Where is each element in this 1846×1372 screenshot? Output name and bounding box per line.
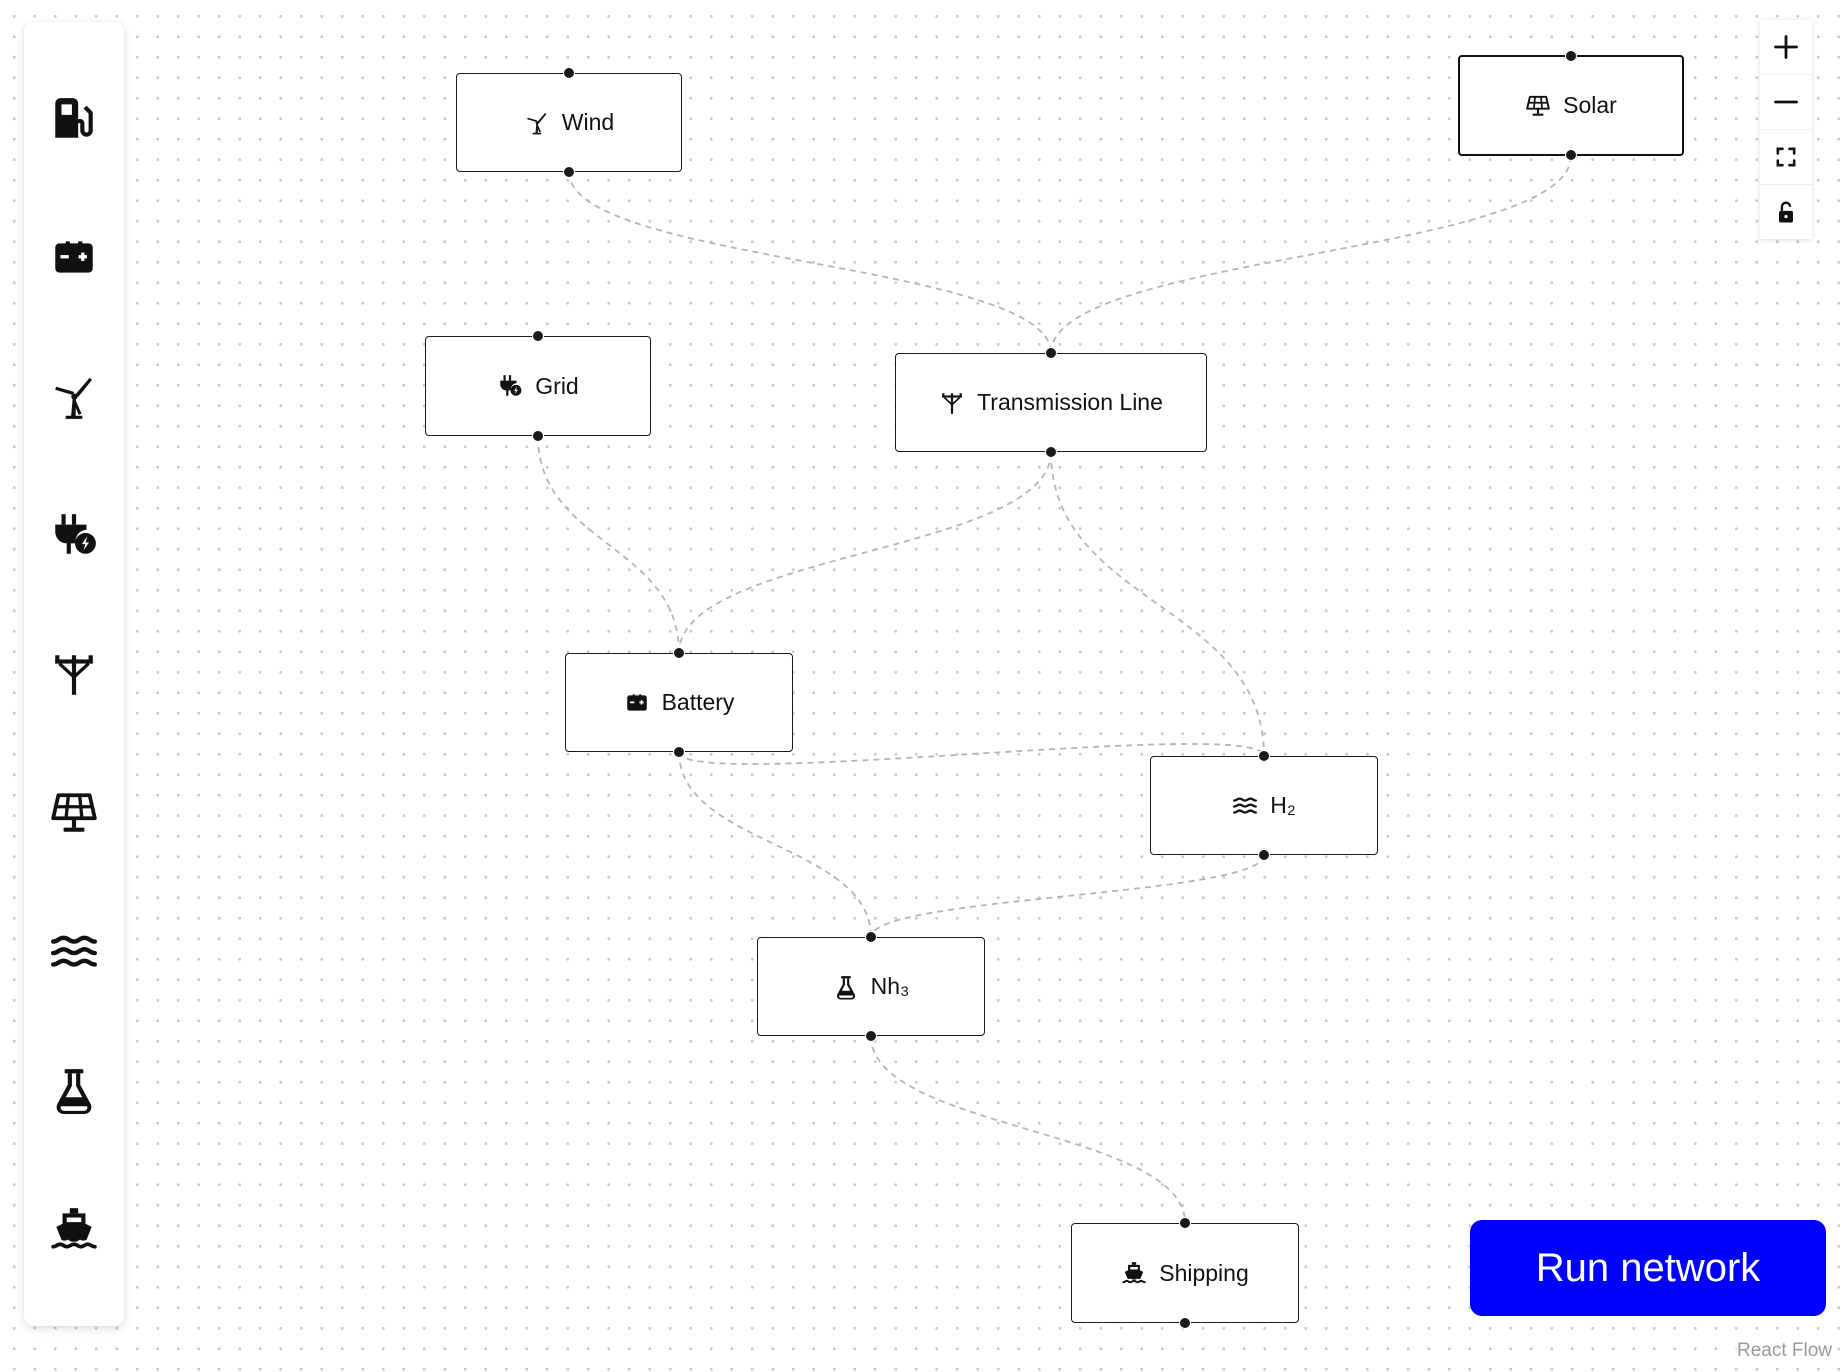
node-handle-top[interactable] <box>1258 750 1270 762</box>
node-label: Battery <box>661 689 735 715</box>
run-network-button[interactable]: Run network <box>1470 1220 1826 1316</box>
edge-transmission-h2[interactable] <box>1050 451 1265 757</box>
edge-wind-transmission[interactable] <box>568 171 1052 354</box>
node-label: Solar <box>1563 92 1617 118</box>
node-label: Grid <box>535 372 579 399</box>
minus-icon <box>1774 100 1798 104</box>
battery-icon <box>624 690 650 716</box>
wind-turbine-icon <box>524 110 550 136</box>
node-handle-bottom[interactable] <box>865 1030 877 1042</box>
fit-view-button[interactable] <box>1760 130 1812 185</box>
flask-icon <box>833 974 859 1000</box>
solar-panel-icon <box>1525 93 1551 119</box>
node-nh3[interactable]: Nh₃ <box>757 931 985 1042</box>
node-handle-bottom[interactable] <box>1045 446 1057 458</box>
battery-icon[interactable] <box>47 231 101 285</box>
node-label: Shipping <box>1159 1259 1249 1286</box>
zoom-out-button[interactable] <box>1760 75 1812 130</box>
node-handle-bottom[interactable] <box>673 746 685 758</box>
react-flow-attribution[interactable]: React Flow <box>1730 1338 1838 1364</box>
utility-pole-icon <box>939 390 965 416</box>
node-label: H₂ <box>1270 792 1296 818</box>
toggle-lock-button[interactable] <box>1760 185 1812 239</box>
node-shipping[interactable]: Shipping <box>1071 1217 1299 1329</box>
wind-turbine-icon[interactable] <box>47 370 101 424</box>
node-handle-bottom[interactable] <box>1258 849 1270 861</box>
node-h2[interactable]: H₂ <box>1150 750 1378 861</box>
node-label: Wind <box>561 109 615 135</box>
flow-controls <box>1760 20 1812 239</box>
plug-bolt-icon[interactable] <box>47 508 101 562</box>
node-handle-bottom[interactable] <box>563 166 575 178</box>
ship-icon <box>1121 1260 1147 1286</box>
unlock-icon <box>1779 201 1793 223</box>
fit-view-icon <box>1776 147 1796 167</box>
node-handle-top[interactable] <box>1565 50 1577 62</box>
node-solar[interactable]: Solar <box>1458 50 1684 161</box>
edge-nh3-shipping[interactable] <box>870 1035 1186 1224</box>
node-handle-top[interactable] <box>532 330 544 342</box>
zoom-in-button[interactable] <box>1760 20 1812 75</box>
plug-bolt-icon <box>497 373 523 399</box>
edge-battery-nh3[interactable] <box>678 751 872 938</box>
node-grid[interactable]: Grid <box>425 330 651 442</box>
node-palette-sidebar <box>24 22 124 1326</box>
node-handle-top[interactable] <box>865 931 877 943</box>
ship-icon[interactable] <box>47 1202 101 1256</box>
node-handle-bottom[interactable] <box>1179 1317 1191 1329</box>
node-label: Nh₃ <box>870 973 910 999</box>
node-handle-top[interactable] <box>563 67 575 79</box>
edge-solar-transmission[interactable] <box>1050 155 1572 354</box>
edge-h2-nh3[interactable] <box>870 854 1265 938</box>
node-handle-bottom[interactable] <box>532 430 544 442</box>
node-label: Transmission Line <box>977 389 1163 415</box>
node-battery[interactable]: Battery <box>565 647 793 758</box>
fuel-pump-icon[interactable] <box>47 92 101 146</box>
water-waves-icon[interactable] <box>47 925 101 979</box>
node-wind[interactable]: Wind <box>456 67 682 178</box>
flask-icon[interactable] <box>47 1063 101 1117</box>
water-waves-icon <box>1232 793 1258 819</box>
node-transmission-line[interactable]: Transmission Line <box>895 347 1207 458</box>
node-handle-top[interactable] <box>1045 347 1057 359</box>
node-handle-top[interactable] <box>1179 1217 1191 1229</box>
solar-panel-icon[interactable] <box>47 786 101 840</box>
node-handle-bottom[interactable] <box>1565 149 1577 161</box>
edge-grid-battery[interactable] <box>537 435 680 654</box>
edge-transmission-battery[interactable] <box>678 451 1052 654</box>
node-handle-top[interactable] <box>673 647 685 659</box>
utility-pole-icon[interactable] <box>47 647 101 701</box>
plus-icon <box>1774 35 1798 59</box>
